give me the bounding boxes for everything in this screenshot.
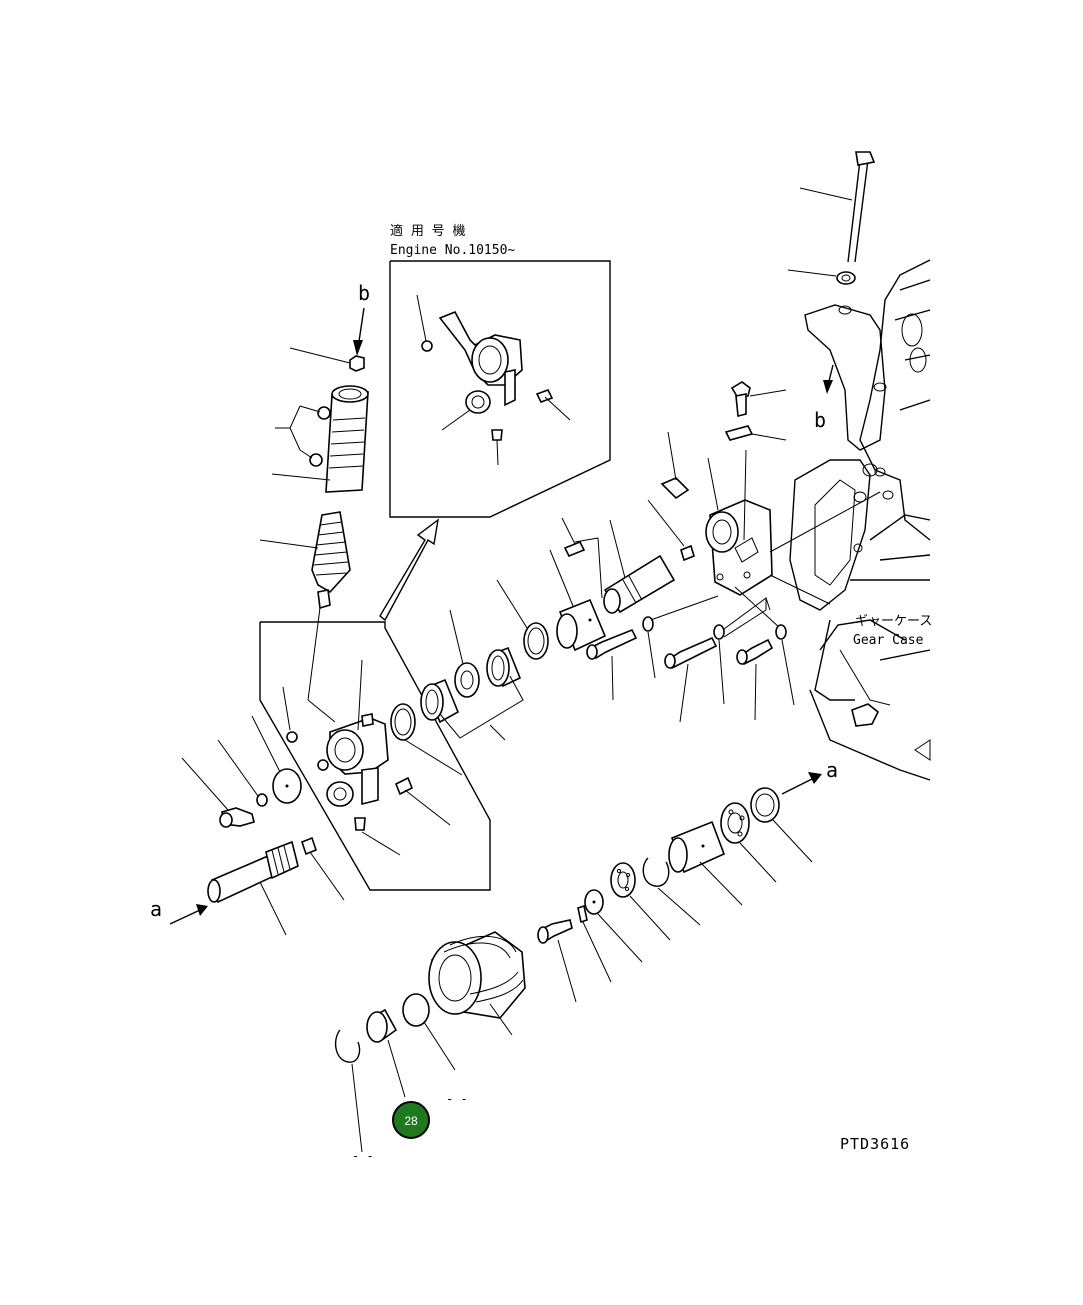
snap-ring-small xyxy=(334,1029,363,1153)
label-b-right: b xyxy=(814,408,826,432)
stray-dash-bottom: - - xyxy=(352,1149,374,1163)
control-shaft xyxy=(207,840,299,936)
disc-plate xyxy=(251,715,302,804)
gear-case-label-jp: ギャーケース xyxy=(855,614,932,629)
stray-dash-near-callout: - - xyxy=(446,1092,468,1106)
bearing-ring xyxy=(449,609,480,698)
inset-engine-number: Engine No.10150~ xyxy=(390,243,515,258)
inset-pointer-arrow xyxy=(379,518,439,622)
grease-fitting xyxy=(660,431,690,500)
bolt-row-3 xyxy=(736,638,774,721)
label-a-right: a xyxy=(826,758,838,782)
label-b-right-group: b xyxy=(814,364,834,432)
thrust-washer xyxy=(584,889,643,963)
plug xyxy=(647,499,695,562)
nut xyxy=(289,347,365,372)
washer-row-2 xyxy=(713,624,725,705)
washer-top xyxy=(787,269,856,285)
gear-case-label: ギャーケース Gear Case xyxy=(853,614,932,648)
gear-case-label-en: Gear Case xyxy=(853,633,924,648)
small-bolt-left xyxy=(181,757,255,828)
bearing-bracket-lines xyxy=(439,675,524,741)
cylinder xyxy=(271,385,369,493)
oil-seal xyxy=(496,579,549,660)
o-ring xyxy=(390,703,463,776)
hollow-shaft xyxy=(603,519,676,614)
label-a-left-group: a xyxy=(150,897,208,925)
needle-bearing-2 xyxy=(486,646,522,688)
ball-bearing-lower xyxy=(720,802,777,883)
cap-disc xyxy=(366,1008,406,1098)
label-a-left: a xyxy=(150,897,162,921)
inset-box: 適 用 号 機 Engine No.10150~ xyxy=(389,223,611,518)
callout-28-number: 28 xyxy=(404,1114,418,1128)
rubber-boot xyxy=(259,511,351,610)
pulley xyxy=(428,931,526,1036)
label-b-top: b xyxy=(358,281,370,305)
dowel-pin xyxy=(561,517,603,599)
inset-title: 適 用 号 機 xyxy=(390,223,465,239)
callout-28-marker[interactable]: 28 xyxy=(392,1101,430,1139)
shim-disc xyxy=(402,993,456,1071)
left-group-outline xyxy=(259,607,491,891)
key-clip xyxy=(577,904,612,983)
washer-row-3 xyxy=(775,624,795,706)
drawing-code: PTD3616 xyxy=(840,1135,910,1153)
lock-plate xyxy=(724,425,787,441)
inset-bracket-part xyxy=(416,294,571,466)
bolt-row-2 xyxy=(664,636,718,723)
collar-lower xyxy=(668,820,743,906)
washer-left xyxy=(217,739,268,807)
lever-bracket xyxy=(282,659,451,856)
bolt-lower xyxy=(537,919,577,1003)
snap-ring-lower xyxy=(642,857,701,926)
seal-ring-lower xyxy=(750,787,813,863)
sleeve xyxy=(549,549,607,652)
needle-bearing xyxy=(420,678,460,724)
label-a-right-group: a xyxy=(781,758,838,795)
washer-row-1 xyxy=(642,616,656,679)
long-bolt xyxy=(799,151,876,263)
small-pin-left xyxy=(301,836,345,901)
bolt-row-1 xyxy=(586,628,638,701)
label-b-top-group: b xyxy=(353,281,370,356)
ball-bearing-small xyxy=(610,862,671,941)
bolt-top-middle xyxy=(730,381,787,418)
support-housing xyxy=(644,449,881,638)
gear-case-housing xyxy=(789,259,931,781)
